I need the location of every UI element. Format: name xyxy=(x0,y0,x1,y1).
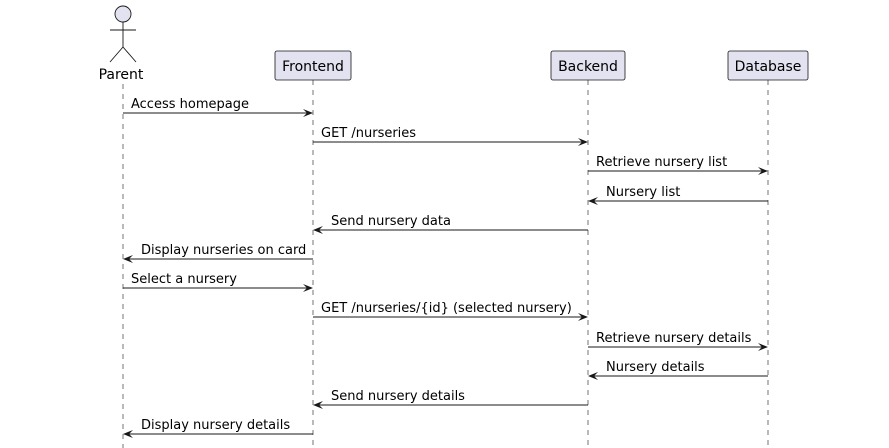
message: Display nursery details xyxy=(123,418,313,438)
message: Retrieve nursery list xyxy=(588,155,768,175)
arrowhead xyxy=(758,167,768,175)
message-label: Send nursery data xyxy=(331,214,451,229)
message-label: Display nursery details xyxy=(141,418,290,433)
arrowhead xyxy=(313,401,323,409)
participant-label-frontend: Frontend xyxy=(282,59,344,75)
arrowhead xyxy=(313,226,323,234)
message: Access homepage xyxy=(123,97,313,117)
participant-backend: Backend xyxy=(550,50,626,81)
message-label: Nursery details xyxy=(606,360,705,375)
arrowhead xyxy=(303,284,313,292)
message: Select a nursery xyxy=(123,272,313,292)
arrowhead xyxy=(578,313,588,321)
message-label: Retrieve nursery list xyxy=(596,155,727,170)
participant-label-parent: Parent xyxy=(99,67,144,83)
arrowhead xyxy=(578,138,588,146)
message: GET /nurseries xyxy=(313,126,588,146)
message-label: Retrieve nursery details xyxy=(596,331,752,346)
message-label: GET /nurseries xyxy=(321,126,416,141)
message-label: Access homepage xyxy=(131,97,249,112)
message: Nursery details xyxy=(588,360,768,380)
message: Send nursery data xyxy=(313,214,588,234)
message-label: Display nurseries on card xyxy=(141,243,306,258)
message: Display nurseries on card xyxy=(123,243,313,263)
arrowhead xyxy=(588,372,598,380)
arrowhead xyxy=(123,430,133,438)
participant-frontend: Frontend xyxy=(274,50,352,81)
participant-parent: Parent xyxy=(99,5,144,83)
participant-label-backend: Backend xyxy=(558,59,618,75)
message: Send nursery details xyxy=(313,389,588,409)
participant-database: Database xyxy=(727,50,809,81)
message: Retrieve nursery details xyxy=(588,331,768,351)
arrowhead xyxy=(588,197,598,205)
message-label: GET /nurseries/{id} (selected nursery) xyxy=(321,301,572,316)
message-label: Select a nursery xyxy=(131,272,237,287)
arrowhead xyxy=(303,109,313,117)
arrowhead xyxy=(123,255,133,263)
message-label: Send nursery details xyxy=(331,389,465,404)
message: GET /nurseries/{id} (selected nursery) xyxy=(313,301,588,321)
message: Nursery list xyxy=(588,185,768,205)
actor-icon xyxy=(114,5,132,23)
message-label: Nursery list xyxy=(606,185,680,200)
arrowhead xyxy=(758,343,768,351)
participant-label-database: Database xyxy=(735,59,802,75)
